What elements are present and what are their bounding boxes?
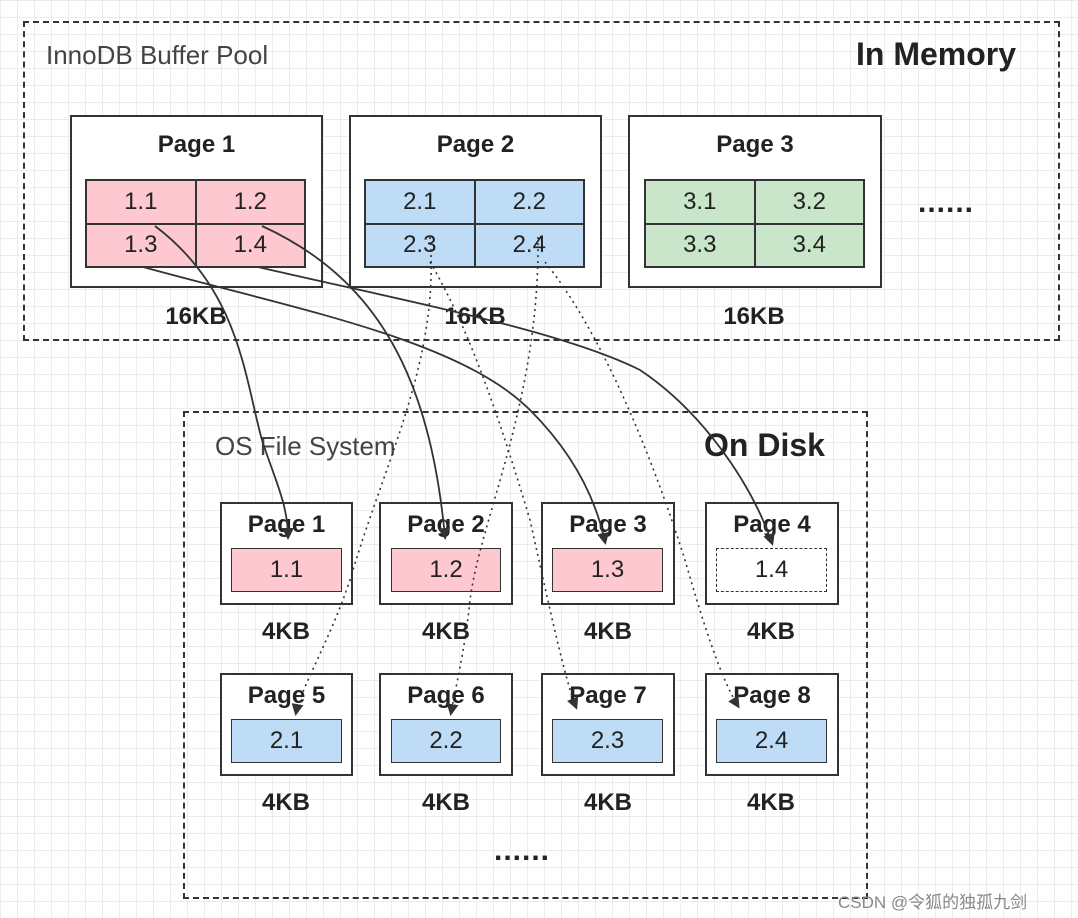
memory-page-3-title: Page 3 [716,131,794,158]
disk-page-8-title: Page 8 [733,682,811,709]
memory-cell-2-4: 2.4 [474,223,584,267]
memory-cell-3-1: 3.1 [645,180,755,224]
memory-page-2-grid: 2.1 2.2 2.3 2.4 [364,179,585,268]
disk-cell-2-3: 2.3 [552,719,663,763]
arrow-2-2 [446,236,539,716]
disk-page-6-title: Page 6 [407,682,485,709]
disk-cell-1-1: 1.1 [231,548,342,592]
disk-cell-1-3: 1.3 [552,548,663,592]
memory-cell-3-2: 3.2 [754,180,864,224]
arrow-1-4 [257,266,775,546]
memory-cell-3-3: 3.3 [645,223,755,267]
disk-page-2-size: 4KB [421,618,470,645]
memory-cell-3-4: 3.4 [754,223,864,267]
memory-cell-1-2: 1.2 [195,180,305,224]
disk-page-7-size: 4KB [583,789,632,816]
disk-ellipsis: ...... [494,834,551,867]
arrow-1-1 [154,225,294,540]
disk-page-4-size: 4KB [746,618,795,645]
memory-cell-2-3: 2.3 [365,223,475,267]
memory-cell-1-4: 1.4 [195,223,305,267]
disk-page-6-size: 4KB [421,789,470,816]
memory-page-1-size: 16KB [165,303,227,330]
disk-cell-2-4: 2.4 [716,719,827,763]
arrow-2-1 [291,236,432,716]
memory-cell-2-2: 2.2 [474,180,584,224]
arrow-2-3 [429,261,579,710]
disk-page-3-size: 4KB [583,618,632,645]
arrow-1-3 [142,266,609,545]
memory-region-title: InnoDB Buffer Pool [46,40,269,70]
memory-cell-2-1: 2.1 [365,180,475,224]
memory-page-3-size: 16KB [723,303,785,330]
disk-cell-1-2: 1.2 [391,548,501,592]
disk-page-5-size: 4KB [261,789,310,816]
memory-page-1-title: Page 1 [157,131,236,158]
disk-region [183,411,868,899]
memory-page-2-title: Page 2 [436,131,515,158]
arrow-1-2 [261,225,451,540]
watermark: CSDN @令狐的独孤九剑 [838,893,1028,912]
disk-cell-2-2: 2.2 [391,719,501,763]
memory-region [23,21,1060,341]
disk-page-7-title: Page 7 [569,682,647,709]
memory-region-badge: In Memory [856,36,1017,72]
memory-page-3-grid: 3.1 3.2 3.3 3.4 [644,179,865,268]
disk-cell-2-1: 2.1 [231,719,342,763]
disk-region-badge: On Disk [704,427,825,463]
memory-page-1-grid: 1.1 1.2 1.3 1.4 [85,179,306,268]
disk-cell-1-4: 1.4 [716,548,827,592]
disk-region-title: OS File System [215,431,396,461]
memory-ellipsis: ...... [918,186,975,219]
memory-cell-1-1: 1.1 [86,180,196,224]
arrow-2-4 [544,261,740,709]
disk-page-1-size: 4KB [261,618,310,645]
disk-page-5-title: Page 5 [247,682,326,709]
disk-page-8-size: 4KB [746,789,795,816]
